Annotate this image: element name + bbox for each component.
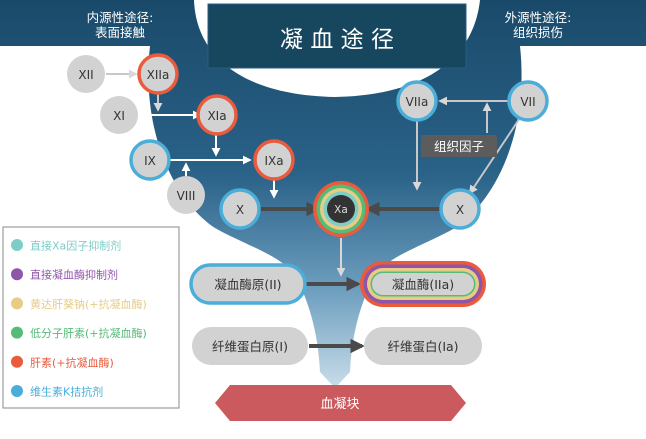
intrinsic-label-line2: 表面接触: [95, 25, 146, 40]
page-title: 凝 血 途 径: [280, 27, 394, 53]
legend-swatch-1: [11, 239, 23, 251]
tissue-factor-label: 组织因子: [434, 139, 484, 154]
node-x-right: X: [439, 188, 481, 230]
legend-label-2: 直接凝血酶抑制剂: [30, 268, 118, 282]
node-xii: XII: [67, 55, 105, 93]
legend-swatch-2: [11, 268, 23, 281]
title-box: [207, 3, 467, 69]
node-ix: IX: [129, 139, 171, 181]
node-xi-label: XI: [113, 109, 125, 123]
fibrinogen-label: 纤维蛋白原(I): [212, 339, 288, 354]
prothrombin-pill: 凝血酶原(II): [189, 263, 307, 305]
legend-label-5: 肝素(+抗凝血酶): [30, 355, 114, 369]
node-x-left-label: X: [236, 203, 244, 217]
node-viia: VIIa: [396, 80, 438, 122]
fibrinogen-pill: 纤维蛋白原(I): [192, 327, 308, 365]
legend-box: [2, 226, 180, 409]
prothrombin-label: 凝血酶原(II): [214, 277, 281, 292]
legend-swatch-6: [11, 385, 23, 397]
thrombin-label: 凝血酶(IIa): [392, 277, 454, 292]
node-viii-label: VIII: [177, 189, 196, 203]
intrinsic-label-line1: 内源性途径:: [87, 10, 154, 25]
node-xii-label: XII: [78, 68, 93, 82]
node-xia-label: XIa: [207, 109, 226, 123]
legend-swatch-3: [11, 297, 23, 310]
node-ixa-label: IXa: [264, 154, 283, 168]
node-viia-label: VIIa: [406, 95, 429, 109]
legend-label-4: 低分子肝素(+抗凝血酶): [30, 326, 147, 340]
node-viii: VIII: [167, 176, 205, 214]
legend-swatch-5: [11, 355, 23, 368]
node-xia: XIa: [196, 94, 238, 136]
node-ix-label: IX: [144, 154, 156, 168]
legend-label-3: 黄达肝葵钠(+抗凝血酶): [30, 297, 147, 311]
thrombin-pill: 凝血酶(IIa): [360, 261, 486, 307]
node-ixa: IXa: [253, 139, 295, 181]
tissue-factor-box: 组织因子: [421, 135, 497, 157]
node-x-right-label: X: [456, 203, 464, 217]
clot-banner: 血凝块: [215, 385, 466, 421]
node-xa-label: Xa: [334, 204, 348, 216]
node-vii-label: VII: [520, 95, 535, 109]
legend-label-1: 直接Xa因子抑制剂: [30, 239, 121, 253]
legend-swatch-4: [11, 326, 23, 339]
extrinsic-label-line1: 外源性途径:: [505, 10, 572, 25]
node-vii: VII: [507, 80, 549, 122]
fibrin-label: 纤维蛋白(Ia): [387, 339, 458, 354]
node-xi: XI: [100, 96, 138, 134]
extrinsic-label-line2: 组织损伤: [513, 25, 563, 40]
fibrin-pill: 纤维蛋白(Ia): [364, 327, 482, 365]
legend-label-6: 维生素K拮抗剂: [30, 385, 103, 399]
node-xiia: XIIa: [137, 53, 179, 95]
clot-label: 血凝块: [320, 396, 359, 412]
pathway-arrows: [106, 69, 521, 354]
node-x-left: X: [219, 188, 261, 230]
node-xa: Xa: [313, 181, 369, 237]
node-xiia-label: XIIa: [147, 68, 170, 82]
